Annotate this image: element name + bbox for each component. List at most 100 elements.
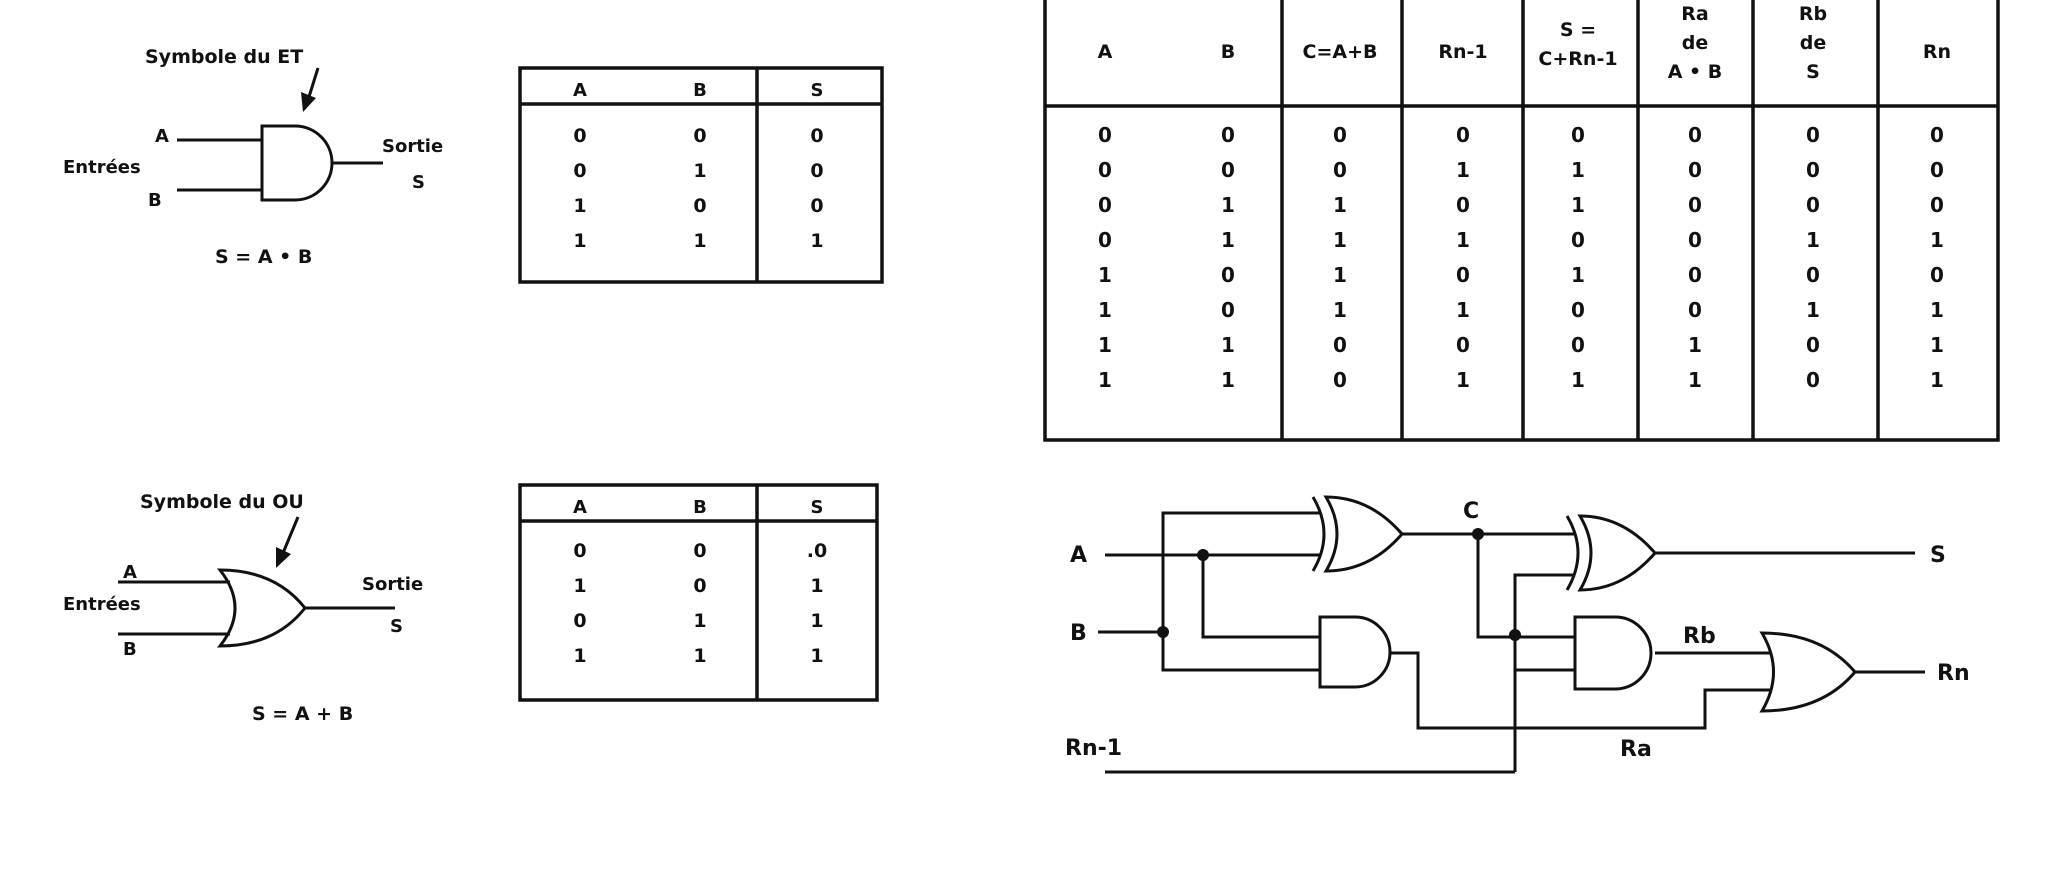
adder-table-cell: 0	[1571, 123, 1585, 147]
wire-a-to-and1	[1201, 555, 1320, 639]
adder-table-cell: 0	[1571, 228, 1585, 252]
adder-table-cell: 0	[1688, 263, 1702, 287]
or-table-cell: 0	[573, 540, 586, 562]
adder-table-cell: 1	[1456, 228, 1470, 252]
and-table-cell: 0	[810, 195, 823, 217]
adder-table-cell: 0	[1098, 158, 1112, 182]
xor-gate-1	[1323, 495, 1404, 573]
and-gate-output-name: S	[412, 172, 425, 193]
or-table-cell: 1	[810, 575, 823, 597]
circuit-input-carry-label: Rn-1	[1065, 736, 1122, 761]
adder-table-cell: 1	[1221, 193, 1235, 217]
adder-table-cell: 0	[1456, 193, 1470, 217]
wire-b-to-and1	[1161, 513, 1320, 672]
adder-table-cell: 1	[1571, 193, 1585, 217]
or-table-cell: .0	[807, 540, 827, 562]
adder-table-header-4: C+Rn-1	[1538, 48, 1617, 70]
or-gate-figure: Symbole du OU A Entrées B Sortie S S = A…	[63, 491, 423, 725]
adder-table-cell: 1	[1333, 298, 1347, 322]
or-gate-input-b-label: B	[123, 639, 137, 660]
and-table-header-2: S	[811, 80, 824, 101]
adder-table-cell: 0	[1221, 123, 1235, 147]
wire-a-to-xor1	[1161, 511, 1320, 555]
adder-table-cell: 1	[1930, 228, 1944, 252]
adder-table-cell: 1	[1333, 193, 1347, 217]
and-table-cell: 1	[573, 195, 586, 217]
adder-table-cell: 0	[1930, 158, 1944, 182]
junction-c	[1472, 528, 1484, 540]
adder-table-cell: 0	[1806, 368, 1820, 392]
and-table-header-0: A	[573, 80, 587, 101]
and-gate-input-a-label: A	[155, 126, 169, 147]
adder-table-header-5: de	[1682, 32, 1709, 54]
adder-table-cell: 1	[1930, 298, 1944, 322]
adder-table-cell: 0	[1571, 298, 1585, 322]
adder-table-header-5: Ra	[1681, 3, 1708, 25]
circuit-output-rn-label: Rn	[1937, 661, 1970, 686]
and-table-cell: 1	[693, 230, 706, 252]
and-gate-label: Symbole du ET	[145, 46, 303, 68]
and-table-cell: 0	[573, 160, 586, 182]
and-table-cell: 0	[693, 125, 706, 147]
adder-table-cell: 0	[1333, 333, 1347, 357]
adder-table-cell: 0	[1456, 263, 1470, 287]
or-table-frame	[518, 483, 879, 702]
adder-table-cell: 1	[1688, 333, 1702, 357]
adder-table-cell: 0	[1098, 123, 1112, 147]
adder-table-cell: 1	[1098, 298, 1112, 322]
or-table-cell: 0	[693, 575, 706, 597]
adder-table-cell: 0	[1456, 333, 1470, 357]
circuit-node-c-label: C	[1463, 499, 1479, 524]
or-table-cell: 0	[693, 540, 706, 562]
adder-table-cell: 0	[1456, 123, 1470, 147]
adder-table-cell: 1	[1098, 263, 1112, 287]
and-table-cell: 1	[693, 160, 706, 182]
and-table-cell: 0	[693, 195, 706, 217]
adder-table-cell: 1	[1456, 158, 1470, 182]
adder-table-cell: 0	[1221, 298, 1235, 322]
adder-table-cell: 0	[1688, 298, 1702, 322]
adder-table-cell: 0	[1221, 158, 1235, 182]
adder-table-cell: 1	[1571, 263, 1585, 287]
adder-table-cell: 0	[1688, 158, 1702, 182]
or-gate-pointer-arrow	[281, 516, 300, 554]
adder-table-header-2: C=A+B	[1303, 41, 1378, 63]
adder-table-cell: 0	[1930, 193, 1944, 217]
or-table-header-1: B	[693, 497, 707, 518]
or-gate-output-name: S	[390, 616, 403, 637]
and-gate-inputs-label: Entrées	[63, 157, 141, 178]
junction-a	[1197, 549, 1209, 561]
and-gate-1	[1318, 615, 1392, 689]
or-table-cell: 1	[810, 610, 823, 632]
adder-table-cell: 0	[1098, 228, 1112, 252]
adder-table-header-6: de	[1800, 32, 1827, 54]
circuit-input-b-label: B	[1070, 621, 1087, 646]
or-gate-symbol	[216, 568, 307, 648]
adder-table-header-5: A • B	[1668, 61, 1723, 83]
or-table-cell: 1	[693, 610, 706, 632]
wire-c-to-and2	[1476, 534, 1575, 639]
or-gate-arrowhead	[276, 547, 291, 568]
or-table-cell: 0	[573, 610, 586, 632]
adder-table-cell: 1	[1333, 228, 1347, 252]
adder-table-cell: 1	[1688, 368, 1702, 392]
or-table-cell: 1	[573, 575, 586, 597]
adder-table-cell: 0	[1333, 368, 1347, 392]
adder-table-cell: 1	[1098, 333, 1112, 357]
or-gate-formula: S = A + B	[252, 703, 353, 725]
adder-table-cell: 0	[1806, 333, 1820, 357]
and-table-cell: 1	[810, 230, 823, 252]
adder-table-header-1: B	[1221, 41, 1235, 63]
and-table-cell: 0	[810, 160, 823, 182]
adder-table-cell: 0	[1333, 123, 1347, 147]
adder-table-cell: 0	[1806, 123, 1820, 147]
full-adder-circuit: A B Rn-1 C S Ra Rb Rn	[1065, 495, 1970, 774]
adder-table-cell: 0	[1098, 193, 1112, 217]
adder-table-cell: 0	[1930, 123, 1944, 147]
or-gate-input-a-label: A	[123, 562, 137, 583]
and-table-cell: 1	[573, 230, 586, 252]
xor-gate-2-back-curve	[1565, 515, 1580, 591]
